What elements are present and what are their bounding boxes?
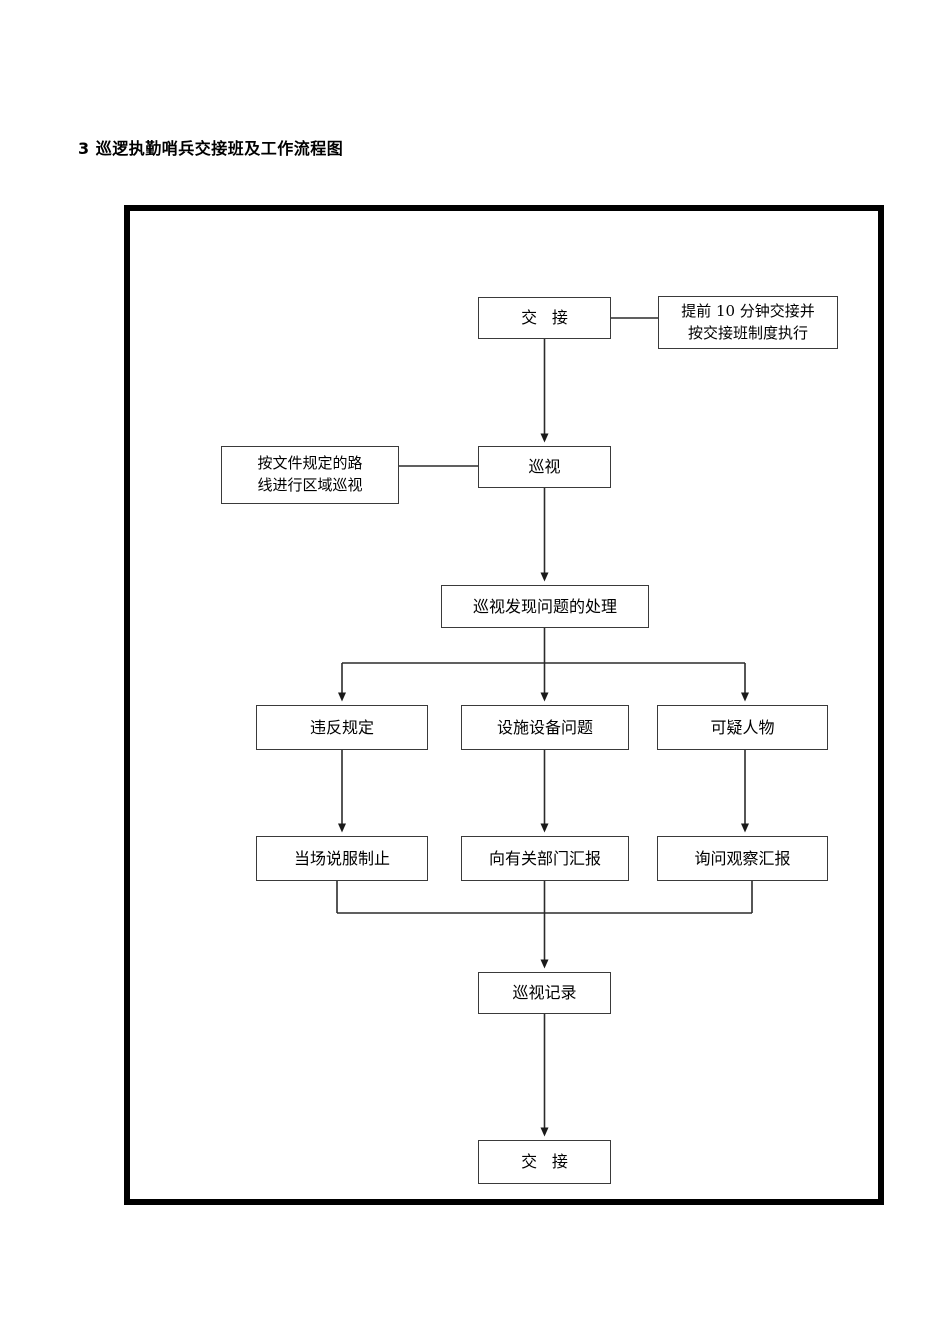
node-action-inquire-observe-report[interactable]: 询问观察汇报 xyxy=(657,836,828,881)
node-patrol-record[interactable]: 巡视记录 xyxy=(478,972,611,1014)
node-branch-facility-issue[interactable]: 设施设备问题 xyxy=(461,705,629,750)
node-branch-suspicious-person[interactable]: 可疑人物 xyxy=(657,705,828,750)
node-branch-violation[interactable]: 违反规定 xyxy=(256,705,428,750)
page-title: 3 巡逻执勤哨兵交接班及工作流程图 xyxy=(78,139,344,158)
node-action-report-department[interactable]: 向有关部门汇报 xyxy=(461,836,629,881)
node-note-patrol-route[interactable]: 按文件规定的路 线进行区域巡视 xyxy=(221,446,399,504)
node-patrol[interactable]: 巡视 xyxy=(478,446,611,488)
node-action-persuade-stop[interactable]: 当场说服制止 xyxy=(256,836,428,881)
node-handover-end[interactable]: 交 接 xyxy=(478,1140,611,1184)
node-handover-start[interactable]: 交 接 xyxy=(478,297,611,339)
node-issue-handling[interactable]: 巡视发现问题的处理 xyxy=(441,585,649,628)
node-note-handover-rule[interactable]: 提前 10 分钟交接并 按交接班制度执行 xyxy=(658,296,838,349)
